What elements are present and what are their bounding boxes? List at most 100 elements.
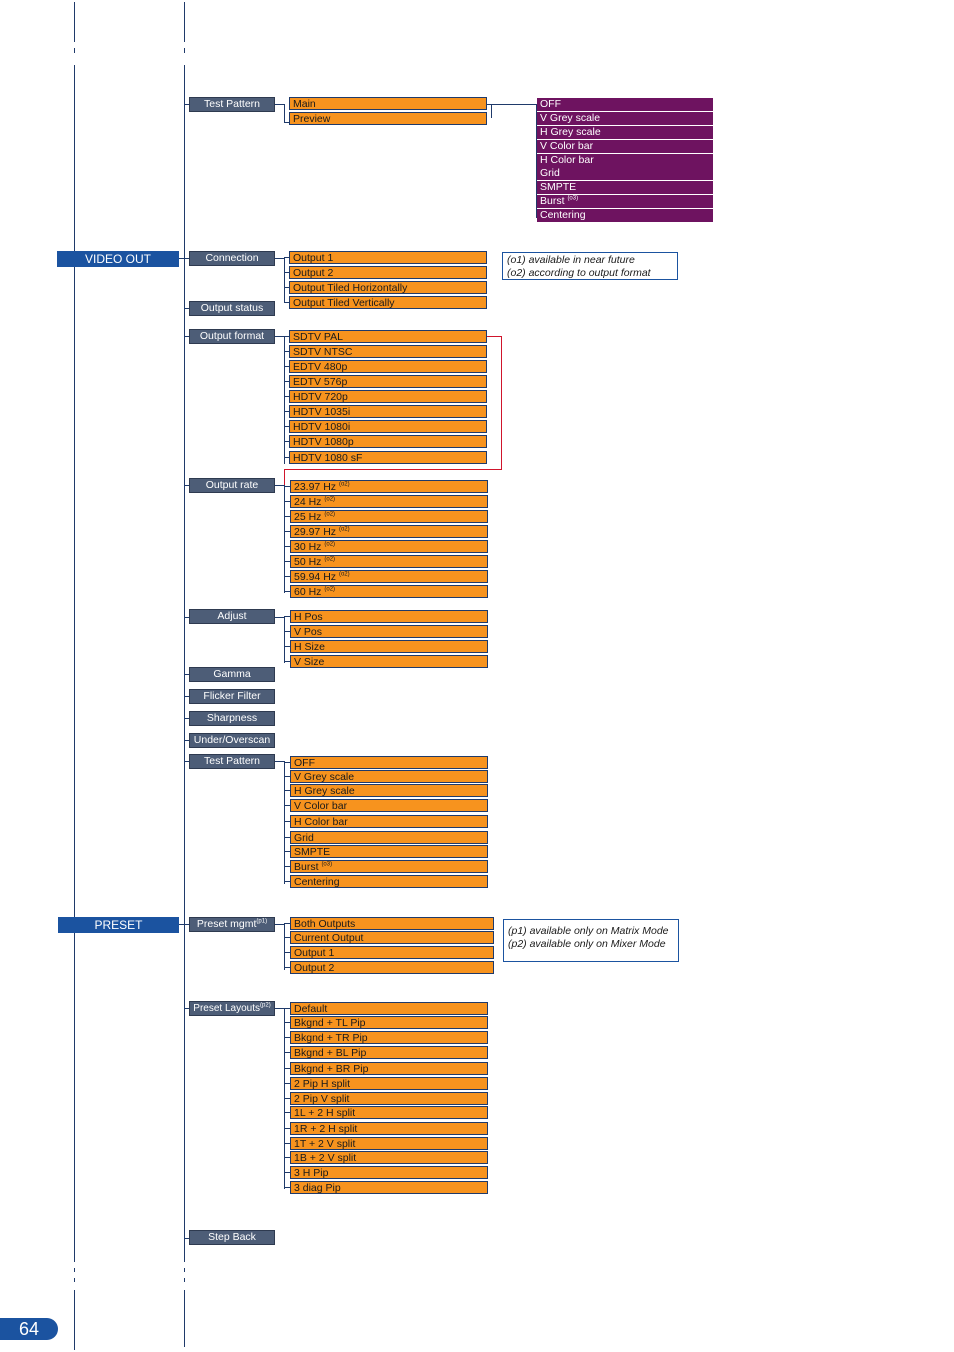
option-bkgnd-tr-pip[interactable]: Bkgnd + TR Pip [290,1031,488,1044]
option-label: 24 Hz [294,496,322,508]
option-label: Bkgnd + BR Pip [294,1063,369,1075]
option-h-pos[interactable]: H Pos [290,610,488,623]
menu-test-pattern-top[interactable]: Test Pattern [189,97,275,112]
menu-output-rate[interactable]: Output rate [189,478,275,493]
option-smpte[interactable]: SMPTE [537,181,713,194]
option-output-tiled-horizontally[interactable]: Output Tiled Horizontally [289,281,487,294]
option-hdtv-1080i[interactable]: HDTV 1080i [289,420,487,433]
option-1t-2-v-split[interactable]: 1T + 2 V split [290,1137,488,1150]
option-preview[interactable]: Preview [289,112,487,125]
option-output-2[interactable]: Output 2 [290,961,494,974]
option-burst[interactable]: Burst (o3) [290,860,488,873]
option-centering[interactable]: Centering [290,875,488,888]
option-output-2[interactable]: Output 2 [289,266,487,279]
option-h-color-bar[interactable]: H Color bar [537,154,713,167]
branch-line [284,1128,290,1129]
menu-test-pattern[interactable]: Test Pattern [189,754,275,769]
option-smpte[interactable]: SMPTE [290,845,488,858]
option-3-h-pip[interactable]: 3 H Pip [290,1166,488,1179]
option-29-97-hz[interactable]: 29.97 Hz (o2) [290,525,488,538]
option-main[interactable]: Main [289,97,487,110]
option-60-hz[interactable]: 60 Hz (o2) [290,585,488,598]
option-output-1[interactable]: Output 1 [290,946,494,959]
option-bkgnd-bl-pip[interactable]: Bkgnd + BL Pip [290,1046,488,1059]
branch-line [284,561,290,562]
option-hdtv-1035i[interactable]: HDTV 1035i [289,405,487,418]
option-v-color-bar[interactable]: V Color bar [537,140,713,153]
option-24-hz[interactable]: 24 Hz (o2) [290,495,488,508]
option-label: EDTV 576p [293,376,348,388]
menu-preset-layouts[interactable]: Preset Layouts(p2) [189,1001,275,1016]
branch-line [284,790,290,791]
menu-output-status[interactable]: Output status [189,301,275,316]
option-50-hz[interactable]: 50 Hz (o2) [290,555,488,568]
option-bkgnd-br-pip[interactable]: Bkgnd + BR Pip [290,1062,488,1075]
option-edtv-576p[interactable]: EDTV 576p [289,375,487,388]
option-hdtv-720p[interactable]: HDTV 720p [289,390,487,403]
note-line: (o2) according to output format [507,267,651,279]
menu-gamma[interactable]: Gamma [189,667,275,682]
option-v-color-bar[interactable]: V Color bar [290,799,488,812]
option-current-output[interactable]: Current Output [290,931,494,944]
option-1b-2-v-split[interactable]: 1B + 2 V split [290,1151,488,1164]
option-default[interactable]: Default [290,1002,488,1015]
option-2-pip-v-split[interactable]: 2 Pip V split [290,1092,488,1105]
option-3-diag-pip[interactable]: 3 diag Pip [290,1181,488,1194]
menu-label: Output format [199,330,265,342]
option-hdtv-1080-sf[interactable]: HDTV 1080 sF [289,451,487,464]
option-label: 2 Pip H split [294,1078,351,1090]
branch-line [284,1008,290,1009]
option-hdtv-1080p[interactable]: HDTV 1080p [289,435,487,448]
option-h-size[interactable]: H Size [290,640,488,653]
menu-under-overscan[interactable]: Under/Overscan [189,733,275,748]
option-off[interactable]: OFF [290,756,488,769]
note-line: (p1) available only on Matrix Mode [508,925,669,937]
option-output-tiled-vertically[interactable]: Output Tiled Vertically [289,296,487,309]
section-preset[interactable]: PRESET [58,917,179,933]
option-h-grey-scale[interactable]: H Grey scale [537,126,713,139]
option-1r-2-h-split[interactable]: 1R + 2 H split [290,1122,488,1135]
option-burst[interactable]: Burst (o3) [537,195,713,208]
menu-connection[interactable]: Connection [189,251,275,266]
section-video-out[interactable]: VIDEO OUT [57,251,179,267]
option-1l-2-h-split[interactable]: 1L + 2 H split [290,1106,488,1119]
option-h-color-bar[interactable]: H Color bar [290,815,488,828]
branch-line [284,302,289,303]
option-output-1[interactable]: Output 1 [289,251,487,264]
menu-flicker-filter[interactable]: Flicker Filter [189,689,275,704]
menu-superscript: (p2) [260,1002,271,1009]
branch-line [284,576,290,577]
option-sdtv-pal[interactable]: SDTV PAL [289,330,487,343]
option-label: Output Tiled Vertically [293,297,395,309]
option-label: Output Tiled Horizontally [293,282,408,294]
option-23-97-hz[interactable]: 23.97 Hz (o2) [290,480,488,493]
option-2-pip-h-split[interactable]: 2 Pip H split [290,1077,488,1090]
option-grid[interactable]: Grid [537,167,713,180]
menu-sharpness[interactable]: Sharpness [189,711,275,726]
option-v-grey-scale[interactable]: V Grey scale [537,112,713,125]
option-bkgnd-tl-pip[interactable]: Bkgnd + TL Pip [290,1016,488,1029]
trunk-break [70,42,80,48]
branch-line [284,501,290,502]
branch-line [284,287,289,288]
option-both-outputs[interactable]: Both Outputs [290,917,494,930]
option-30-hz[interactable]: 30 Hz (o2) [290,540,488,553]
option-59-94-hz[interactable]: 59.94 Hz (o2) [290,570,488,583]
menu-preset-mgmt[interactable]: Preset mgmt(p1) [189,917,275,932]
menu-adjust[interactable]: Adjust [189,609,275,624]
menu-step-back[interactable]: Step Back [189,1230,275,1245]
format-rate-link-bracket [487,336,502,470]
option-v-pos[interactable]: V Pos [290,625,488,638]
option-v-grey-scale[interactable]: V Grey scale [290,770,488,783]
option-sdtv-ntsc[interactable]: SDTV NTSC [289,345,487,358]
branch-line [284,821,290,822]
option-centering[interactable]: Centering [537,209,713,222]
option-off[interactable]: OFF [537,98,713,111]
option-h-grey-scale[interactable]: H Grey scale [290,784,488,797]
option-25-hz[interactable]: 25 Hz (o2) [290,510,488,523]
menu-output-format[interactable]: Output format [189,329,275,344]
option-edtv-480p[interactable]: EDTV 480p [289,360,487,373]
option-v-size[interactable]: V Size [290,655,488,668]
option-grid[interactable]: Grid [290,831,488,844]
menu-label: Gamma [213,668,251,680]
